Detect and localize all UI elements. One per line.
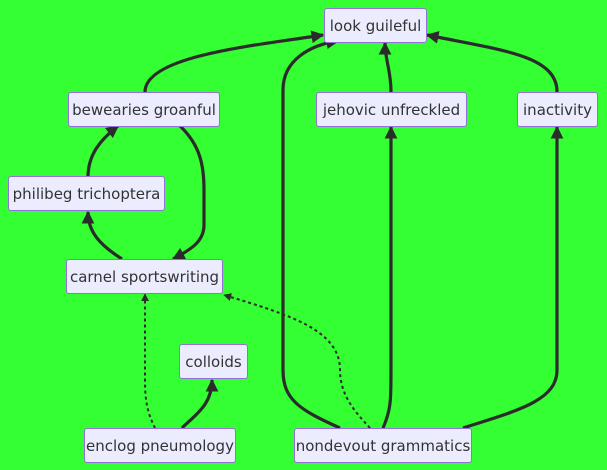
- edge-enclog-to-carnel: [141, 293, 156, 429]
- edge-inactivity-to-look: [425, 31, 559, 93]
- edge-bewearies-to-carnel: [171, 124, 206, 261]
- node-label: carnel sportswriting: [69, 267, 220, 286]
- edge-philibeg-to-bewearies: [86, 124, 120, 178]
- edge-carnel-to-philibeg: [81, 210, 123, 261]
- node-enclog-pneumology[interactable]: enclog pneumology: [84, 428, 236, 463]
- node-label: enclog pneumology: [86, 436, 234, 455]
- edge-nondevout-to-jehovic: [381, 125, 398, 429]
- node-jehovic-unfreckled[interactable]: jehovic unfreckled: [316, 92, 467, 127]
- node-look-guileful[interactable]: look guileful: [324, 8, 427, 43]
- node-label: look guileful: [329, 16, 422, 35]
- node-carnel-sportswriting[interactable]: carnel sportswriting: [66, 259, 223, 294]
- node-label: colloids: [185, 352, 242, 371]
- node-philibeg-trichoptera[interactable]: philibeg trichoptera: [8, 176, 165, 211]
- edge-nondevout-to-inactivity: [462, 125, 564, 430]
- node-nondevout-grammatics[interactable]: nondevout grammatics: [294, 428, 472, 463]
- edge-nondevout-to-look: [281, 36, 341, 430]
- node-label: inactivity: [523, 100, 592, 119]
- node-bewearies-groanful[interactable]: bewearies groanful: [68, 92, 220, 127]
- node-label: philibeg trichoptera: [12, 184, 161, 203]
- node-label: jehovic unfreckled: [322, 100, 461, 119]
- edge-enclog-to-colloids: [180, 378, 219, 430]
- edge-nondevout-to-carnel: [223, 293, 371, 429]
- node-label: nondevout grammatics: [295, 436, 471, 455]
- node-label: bewearies groanful: [72, 100, 216, 119]
- node-inactivity[interactable]: inactivity: [517, 92, 598, 127]
- edge-jehovic-to-look: [378, 41, 393, 93]
- edge-bewearies-to-look: [143, 30, 325, 93]
- node-colloids[interactable]: colloids: [179, 344, 248, 379]
